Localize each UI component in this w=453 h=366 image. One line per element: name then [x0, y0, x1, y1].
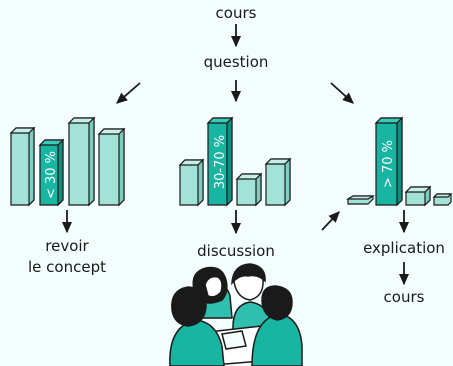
label-cours-bottom: cours: [383, 288, 425, 306]
histogram-mid-bar-3: [235, 172, 263, 207]
histogram-high-bar-4: [432, 193, 453, 206]
student-front-left: [169, 286, 225, 366]
histogram-mid-bar-4: [264, 157, 292, 207]
student-back-center: [231, 263, 271, 331]
histogram-mid-bar-1: [178, 158, 205, 207]
arrow-question-to-low: [116, 82, 141, 104]
histogram-high: > 70 %: [345, 116, 453, 207]
histogram-mid-bar-2: [206, 116, 234, 207]
histogram-mid: 30-70 %: [178, 116, 292, 207]
histogram-low-highlight-label: < 30 %: [44, 151, 59, 199]
histogram-high-bar-2: [374, 116, 404, 207]
paper-sheet: [221, 330, 247, 350]
histogram-low-bar-4: [97, 127, 126, 207]
label-explication: explication: [363, 239, 445, 257]
histogram-high-bar-1: [345, 195, 376, 205]
histogram-low-bar-1: [9, 126, 36, 207]
arrow-question-to-high: [330, 82, 354, 104]
histogram-low: < 30 %: [9, 116, 126, 207]
histogram-mid-highlight-label: 30-70 %: [213, 135, 228, 189]
histogram-low-bar-3: [67, 116, 96, 207]
label-revoir-line2: le concept: [28, 258, 106, 276]
student-front-right: [251, 285, 303, 366]
label-cours-top: cours: [215, 4, 257, 22]
label-question: question: [203, 53, 269, 71]
label-revoir: revoir le concept: [28, 236, 106, 278]
label-revoir-line1: revoir: [45, 237, 89, 255]
histogram-low-bar-2: [38, 138, 65, 207]
histogram-high-highlight-label: > 70 %: [381, 140, 396, 188]
arrow-discussion-to-high: [321, 211, 340, 231]
students-discussion-icon: [169, 263, 303, 366]
histogram-high-bar-3: [404, 185, 432, 207]
label-discussion: discussion: [197, 242, 275, 260]
